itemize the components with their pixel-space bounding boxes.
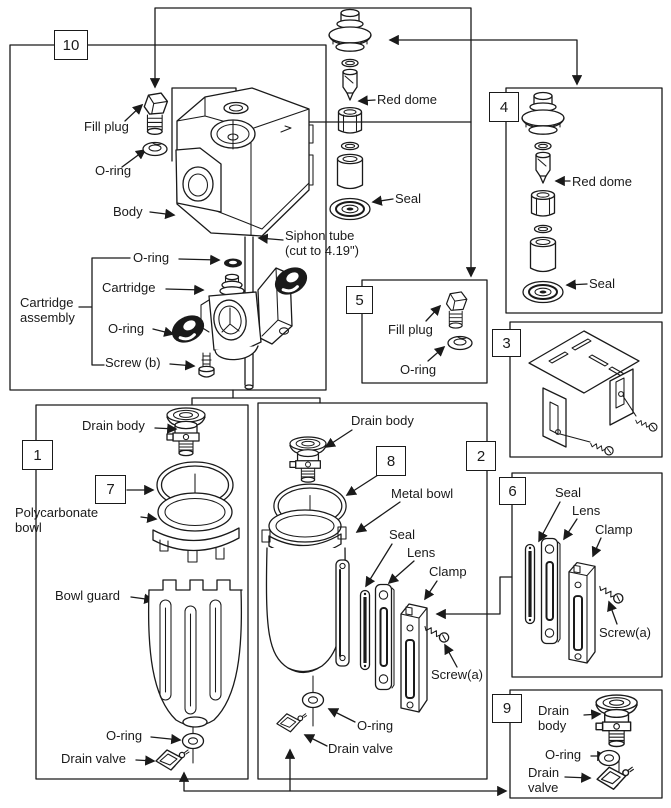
clamp-drawing — [568, 561, 596, 665]
label-fill-plug-5: Fill plug — [388, 322, 433, 337]
screw-b-drawing — [198, 352, 215, 378]
label-o-ring-5: O-ring — [400, 362, 437, 377]
callout-2: 2 — [466, 441, 496, 471]
label-body: Body — [113, 204, 143, 219]
drain-valve-drawing — [596, 766, 635, 790]
label-cartridge-o-ring-top: O-ring — [133, 250, 170, 265]
drain-valve-drawing — [155, 749, 190, 771]
label-cartridge-o-ring-bottom: O-ring — [108, 321, 145, 336]
drain-oring-drawing — [301, 691, 325, 709]
seal-strip-drawing — [524, 543, 536, 625]
label-drain-valve-2: Drain valve — [328, 741, 394, 756]
o-ring-drawing — [142, 141, 168, 157]
sight-dome-kit-drawing — [521, 91, 565, 304]
group-frame-4 — [505, 87, 663, 314]
label-seal-2: Seal — [389, 527, 416, 542]
bracket-drawing — [528, 330, 659, 457]
cartridge-drawing — [165, 258, 314, 378]
label-screw-a-6: Screw(a) — [599, 625, 652, 640]
fill-plug-kit-drawing — [445, 291, 473, 351]
label-seal-6: Seal — [555, 485, 582, 500]
label-o-ring: O-ring — [95, 163, 132, 178]
metal-bowl-assembly-drawing — [261, 436, 451, 733]
callout-8: 8 — [376, 446, 406, 476]
group-frame-5 — [361, 279, 488, 384]
label-red-dome: Red dome — [377, 92, 437, 107]
drain-body-drawing — [289, 436, 327, 483]
label-cartridge: Cartridge — [102, 280, 156, 295]
label-bowl-guard: Bowl guard — [55, 588, 121, 603]
callout-7: 7 — [95, 475, 126, 504]
drain-body-drawing — [595, 694, 638, 748]
label-seal-4: Seal — [589, 276, 616, 291]
fill-plug-drawing — [142, 92, 169, 157]
label-screw-b: Screw (b) — [105, 355, 161, 370]
label-lens-2: Lens — [407, 545, 436, 560]
lens-drawing — [540, 537, 561, 645]
drain-oring-drawing — [597, 749, 621, 767]
label-siphon-tube: Siphon tube (cut to 4.19") — [285, 228, 359, 258]
callout-5: 5 — [346, 286, 373, 314]
clamp-drawing — [400, 603, 428, 713]
drain-oring-drawing — [181, 732, 205, 750]
drain-body-drawing — [166, 407, 206, 457]
label-metal-bowl: Metal bowl — [391, 486, 454, 501]
drain-kit-drawing — [595, 694, 638, 790]
label-drain-body-1: Drain body — [82, 418, 145, 433]
label-seal: Seal — [395, 191, 422, 206]
sight-dome-stack-drawing — [328, 8, 372, 221]
label-clamp-2: Clamp — [429, 564, 467, 579]
sight-glass-kit-drawing — [524, 537, 626, 665]
label-lens-6: Lens — [572, 503, 601, 518]
callout-4: 4 — [489, 92, 519, 122]
label-screw-a-2: Screw(a) — [431, 667, 484, 682]
label-fill-plug: Fill plug — [84, 119, 129, 134]
leader-lines — [9, 7, 663, 799]
polycarbonate-bowl-assembly-drawing — [147, 407, 243, 771]
label-o-ring-9: O-ring — [545, 747, 582, 762]
drain-valve-drawing — [276, 713, 308, 733]
group-frame-9 — [509, 689, 663, 799]
group-frame-3 — [509, 321, 663, 458]
body-drawing — [175, 87, 314, 390]
label-drain-valve-1: Drain valve — [61, 751, 127, 766]
label-drain-body-2: Drain body — [351, 413, 414, 428]
callout-9: 9 — [492, 694, 522, 723]
group-frame-6 — [511, 472, 663, 678]
callout-3: 3 — [492, 329, 521, 357]
label-drain-valve-9: Drain valve — [528, 765, 560, 795]
callout-10: 10 — [54, 30, 88, 60]
callout-1: 1 — [22, 440, 53, 470]
seal-strip-drawing — [359, 589, 371, 671]
label-polycarbonate-bowl: Polycarbonate bowl — [15, 505, 99, 535]
lens-drawing — [374, 583, 395, 691]
label-cartridge-assembly: Cartridge assembly — [20, 295, 75, 325]
callout-6: 6 — [499, 477, 526, 505]
group-frame-1 — [35, 404, 249, 780]
label-drain-body-9: Drain body — [538, 703, 570, 733]
label-o-ring-2: O-ring — [357, 718, 394, 733]
label-red-dome-4: Red dome — [572, 174, 632, 189]
label-clamp-6: Clamp — [595, 522, 633, 537]
label-o-ring-1: O-ring — [106, 728, 143, 743]
screw-a-drawing — [596, 581, 626, 606]
group-frame-10 — [9, 44, 327, 391]
